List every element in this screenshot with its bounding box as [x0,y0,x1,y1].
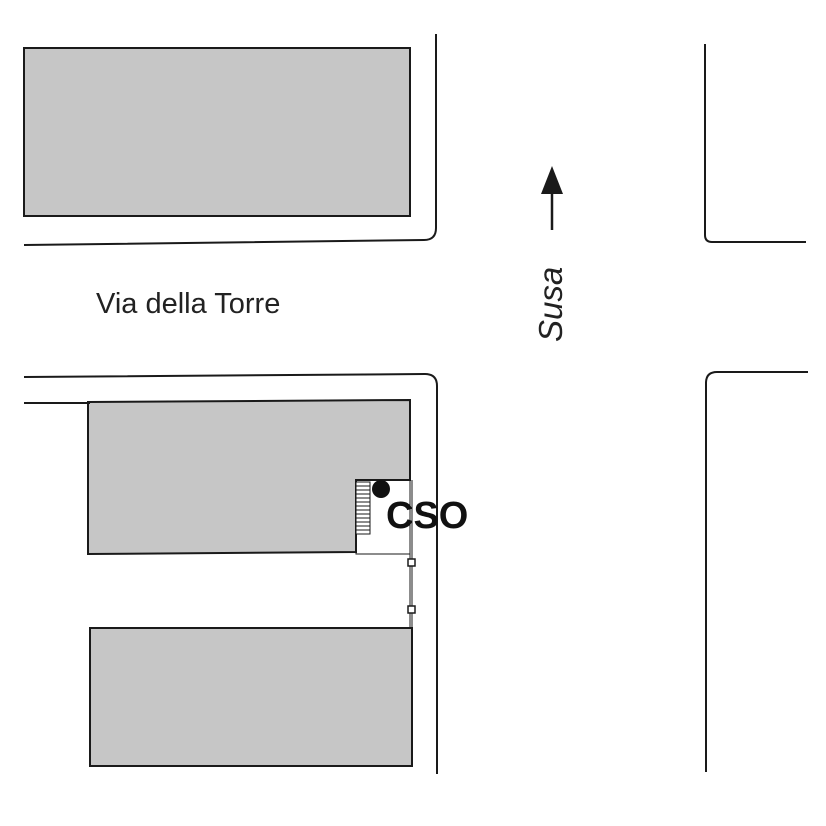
courtyard-annex [355,479,413,628]
cso-marker-dot [372,480,390,498]
street-label-via-della-torre: Via della Torre [96,288,280,320]
street-label-susa: Susa [532,267,569,342]
curb-lines [23,34,808,774]
post-marker-2 [407,605,416,614]
curb-bottom-right [705,371,808,772]
building-bottom-left [89,627,413,767]
building-top-left [23,47,411,217]
post-marker-1 [407,558,416,567]
curb-top-right [704,44,806,243]
curb-top-left [23,34,437,246]
staircase-hatching [355,481,371,535]
curb-bottom-left [23,372,438,774]
arrow-up-icon [541,166,563,230]
cso-label: CSO [386,495,468,537]
